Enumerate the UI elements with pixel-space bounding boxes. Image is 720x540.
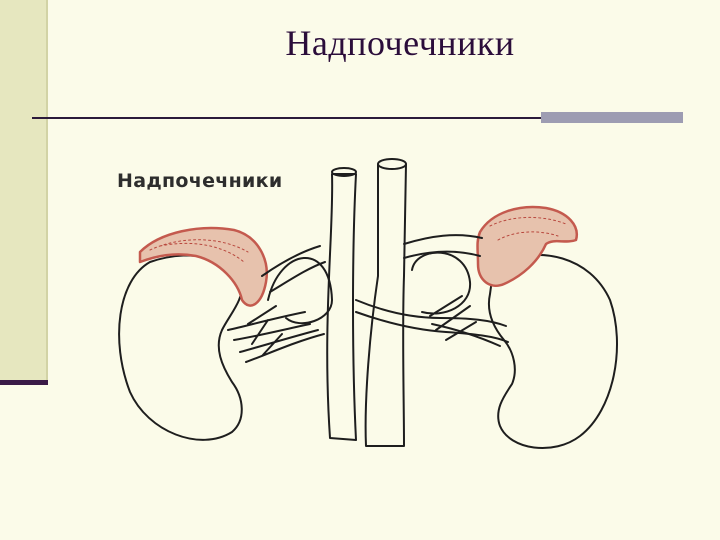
right-adrenal-gland — [476, 205, 579, 287]
inferior-vena-cava — [326, 173, 357, 441]
right-renal-vein — [355, 299, 509, 343]
left-band-base-bar — [0, 380, 48, 385]
right-renal-vessels — [429, 295, 501, 347]
title-divider-line — [32, 117, 682, 119]
title-divider-accent — [541, 112, 683, 123]
slide-title: Надпочечники — [285, 23, 515, 63]
abdominal-aorta — [364, 163, 407, 447]
right-adrenal-texture — [489, 216, 567, 241]
right-suprarenal-vessels — [403, 234, 483, 259]
left-kidney — [118, 254, 244, 441]
left-band-edge — [46, 0, 48, 383]
adrenal-glands-diagram — [118, 158, 618, 449]
left-renal-vein — [267, 257, 333, 325]
right-kidney — [488, 253, 618, 449]
left-suprarenal-vessels — [261, 245, 326, 293]
diagram-label: Надпочечники — [117, 170, 283, 192]
vena-cava-top — [331, 167, 357, 177]
right-renal-vein-loop — [411, 251, 472, 315]
left-renal-vessels — [227, 305, 325, 363]
left-decorative-band — [0, 0, 48, 383]
aorta-top — [377, 158, 407, 170]
left-adrenal-gland — [138, 226, 268, 307]
left-adrenal-texture — [149, 239, 249, 263]
